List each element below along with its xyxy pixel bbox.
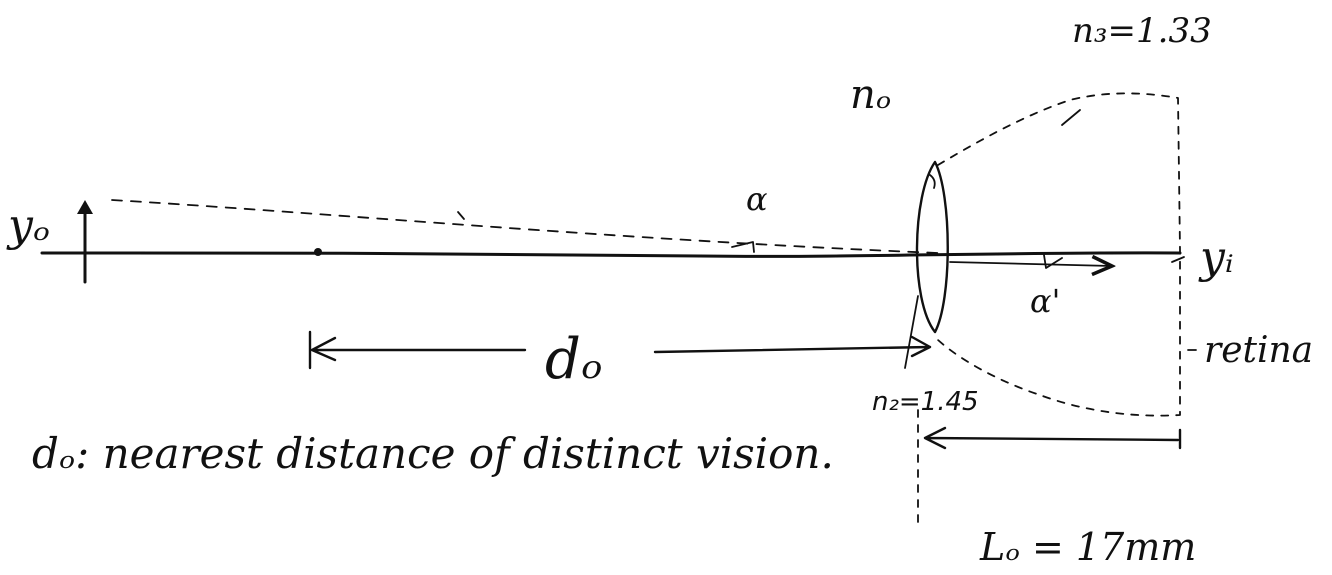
retina-label: retina [1204,330,1313,371]
object-angle-arc [731,241,755,253]
incoming-ray-tick [457,211,465,220]
optical-axis [40,251,1182,258]
do-right-arrow [653,335,932,358]
near-point-distance-label: dₒ [545,327,602,392]
image-angle-label: α' [1030,282,1060,320]
object-height-label: yₒ [6,200,50,251]
outer-index-label: nₒ [850,72,891,118]
lens [915,160,949,334]
eyeball-outline [937,92,1181,417]
lens-index-label: n₂=1.45 [872,387,979,417]
refracted-ray [949,262,1112,266]
image-angle-marker [1043,254,1063,269]
vitreous-index-label: n₃=1.33 [1072,11,1212,51]
caption: dₒ: nearest distance of distinct vision. [32,429,834,478]
do-lens-tick [904,295,919,369]
near-point-dot [314,248,322,256]
object-angle-label: α [746,180,768,218]
image-height-label: yᵢ [1198,232,1234,283]
eye-length-label: Lₒ = 17mm [979,525,1196,569]
do-left-arrow [310,336,527,362]
lo-arrow [923,426,1180,450]
object-arrow-head [77,200,93,214]
incoming-ray [111,199,939,254]
image-point-marker [1171,256,1185,263]
lens-inner-stroke [929,174,936,189]
eyeball-upper-tick [1061,109,1081,126]
